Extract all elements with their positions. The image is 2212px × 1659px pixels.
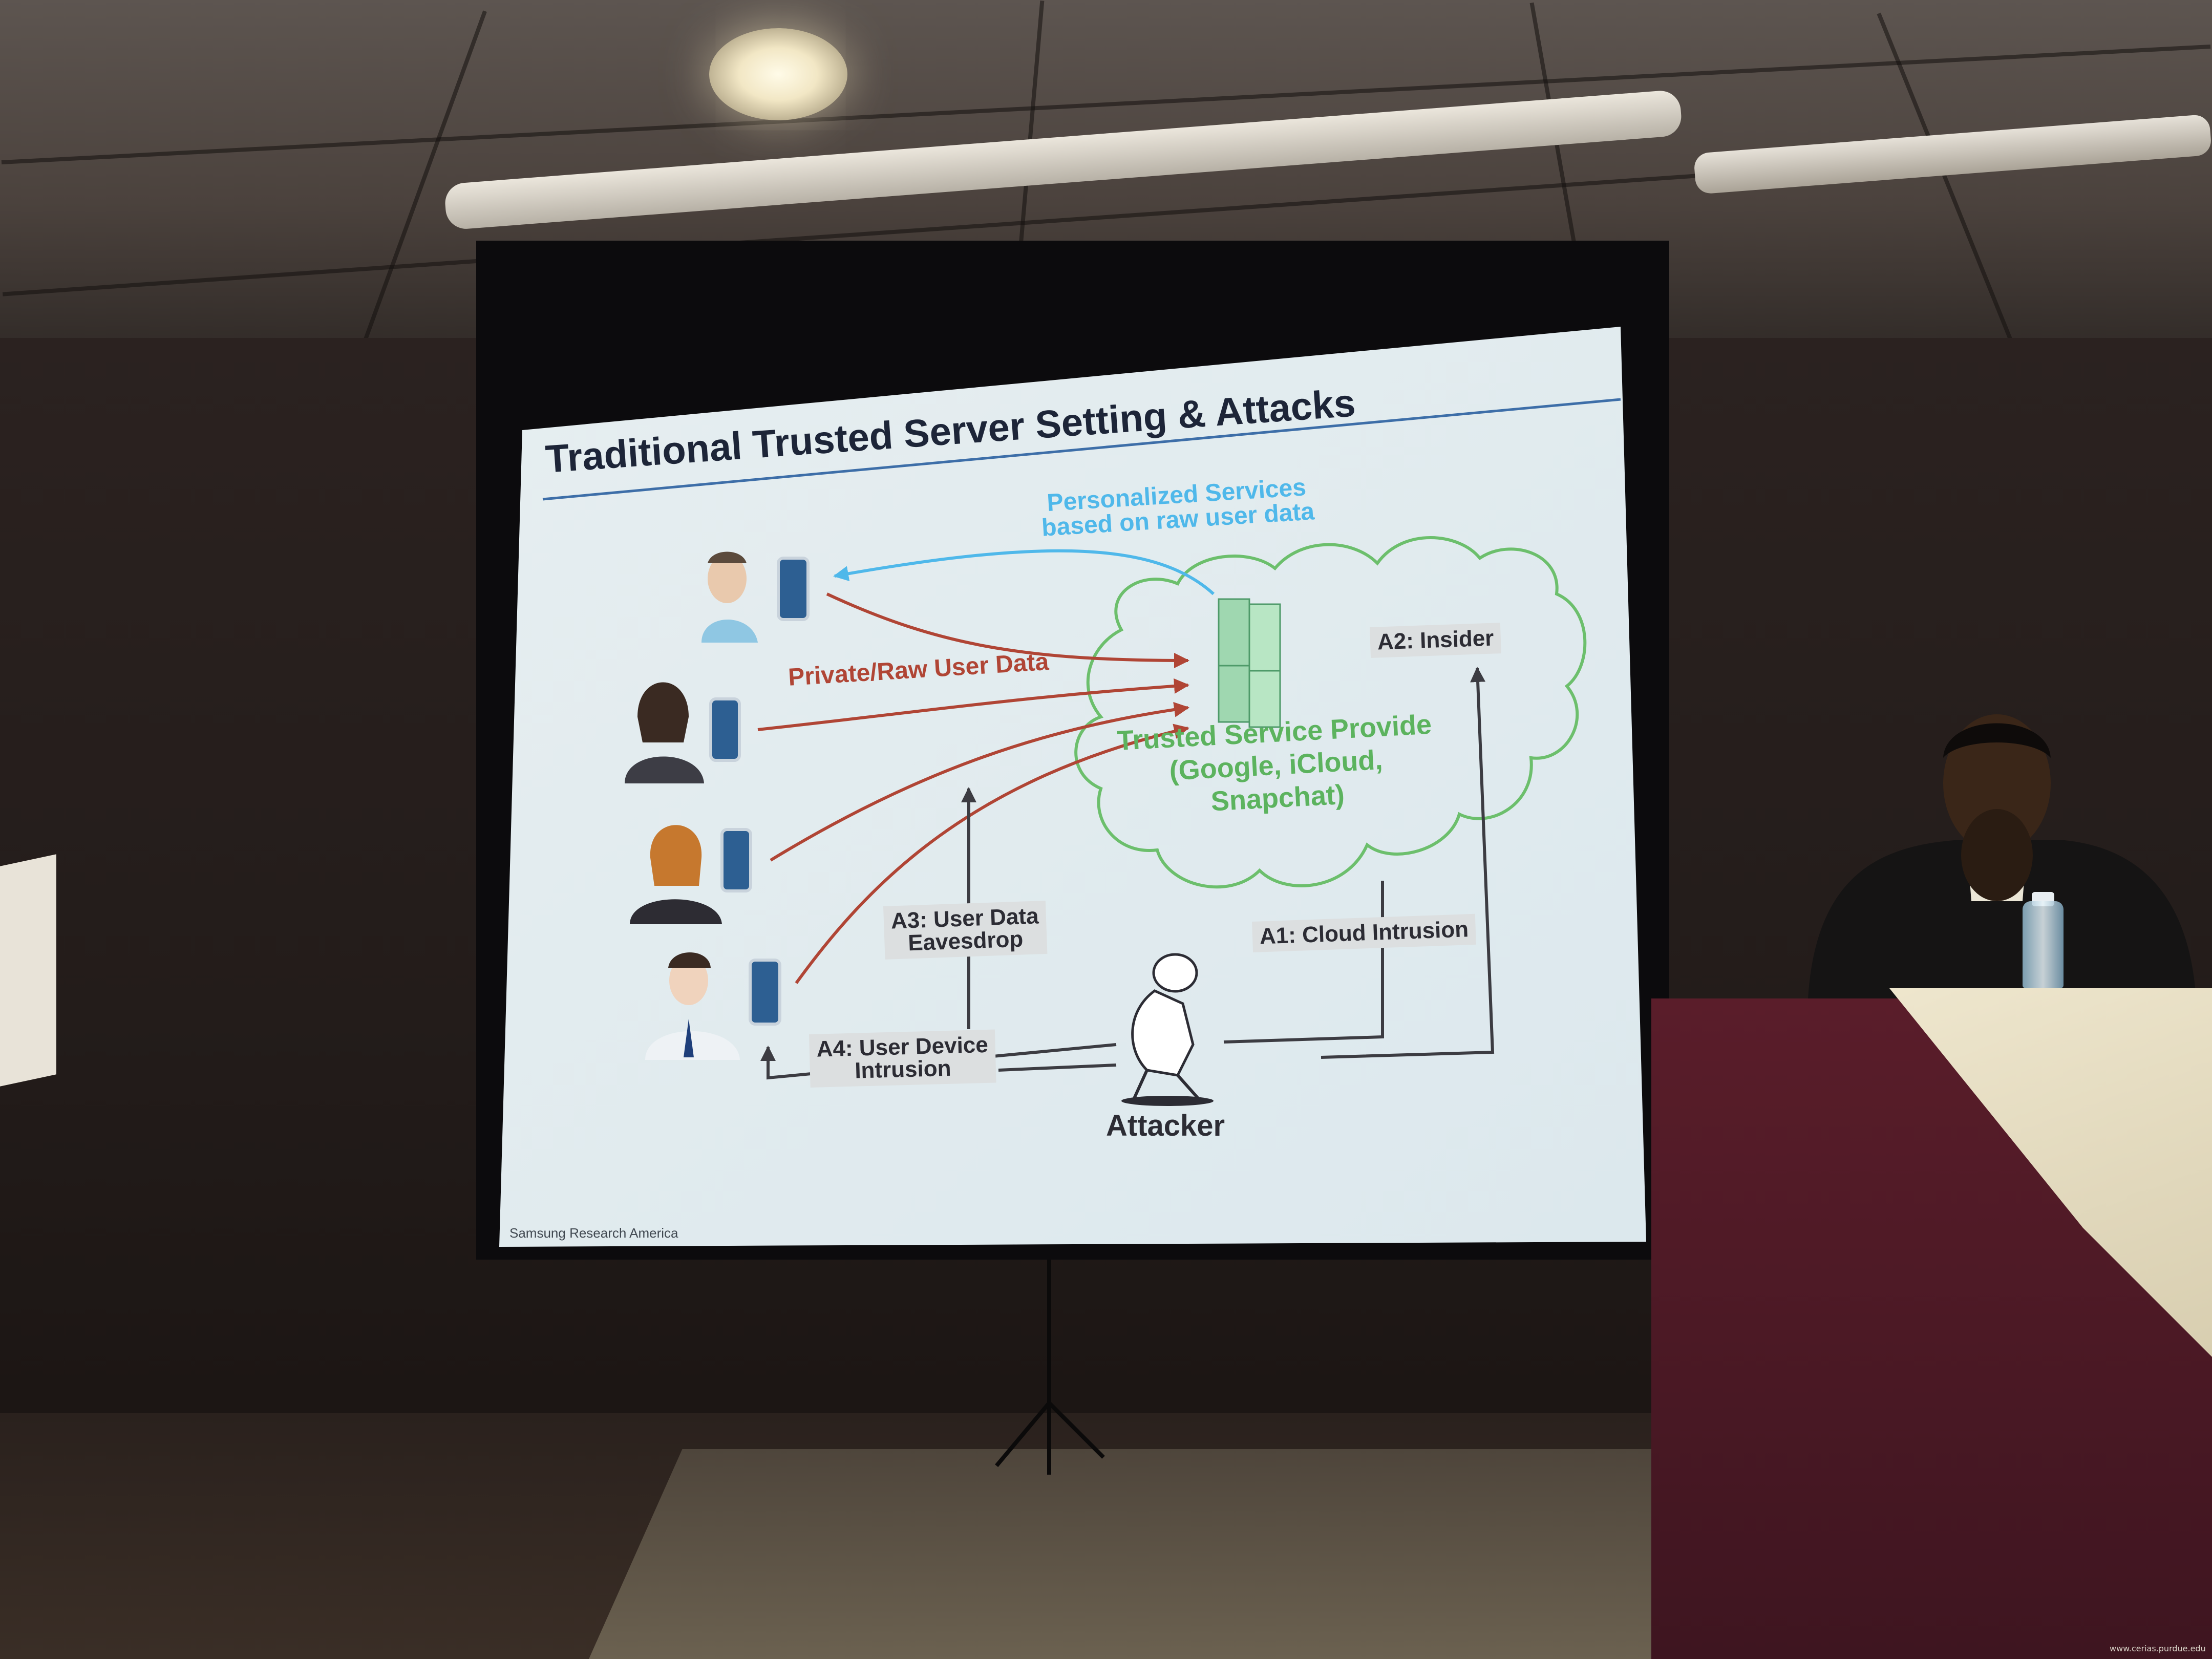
a3-line-2: Eavesdrop <box>907 926 1024 956</box>
attack-a2-label: A2: Insider <box>1370 623 1502 658</box>
slide-footer: Samsung Research America <box>509 1225 678 1241</box>
insider-arrow <box>1321 667 1495 1059</box>
panelist-person <box>1807 714 2197 1009</box>
attack-a4-label: A4: User Device Intrusion <box>809 1029 996 1088</box>
male-user-avatar-icon <box>645 952 740 1060</box>
water-bottle <box>2023 901 2064 988</box>
smartphone-icon <box>749 959 781 1026</box>
attacker-label: Attacker <box>1106 1109 1225 1142</box>
smartphone-icon <box>720 828 752 892</box>
attack-a3-label: A3: User Data Eavesdrop <box>883 900 1047 960</box>
personalized-service-arrow <box>833 549 1215 595</box>
ceiling-light <box>709 28 847 120</box>
female-user-avatar-icon <box>625 682 704 783</box>
server-stack-icon <box>1218 598 1281 728</box>
attacker-icon <box>1121 953 1214 1106</box>
trusted-service-provider-label: Trusted Service Provide (Google, iCloud,… <box>1116 709 1436 825</box>
female-user-avatar-icon <box>630 825 722 924</box>
smartphone-icon <box>777 557 810 621</box>
raw-data-arrow <box>826 592 1189 668</box>
device-intrusion-line <box>998 1064 1117 1072</box>
cloud-shape <box>1074 536 1587 889</box>
male-user-avatar-icon <box>701 551 758 643</box>
raw-data-arrow <box>770 701 1189 862</box>
smartphone-icon <box>709 697 741 762</box>
tripod-pole <box>1047 1260 1051 1475</box>
device-intrusion-arrow <box>760 1043 1117 1080</box>
title-rule <box>542 398 1621 501</box>
raw-data-arrow <box>757 678 1189 731</box>
raw-data-arrow <box>795 724 1189 984</box>
watermark: www.cerias.purdue.edu <box>2110 1644 2206 1653</box>
